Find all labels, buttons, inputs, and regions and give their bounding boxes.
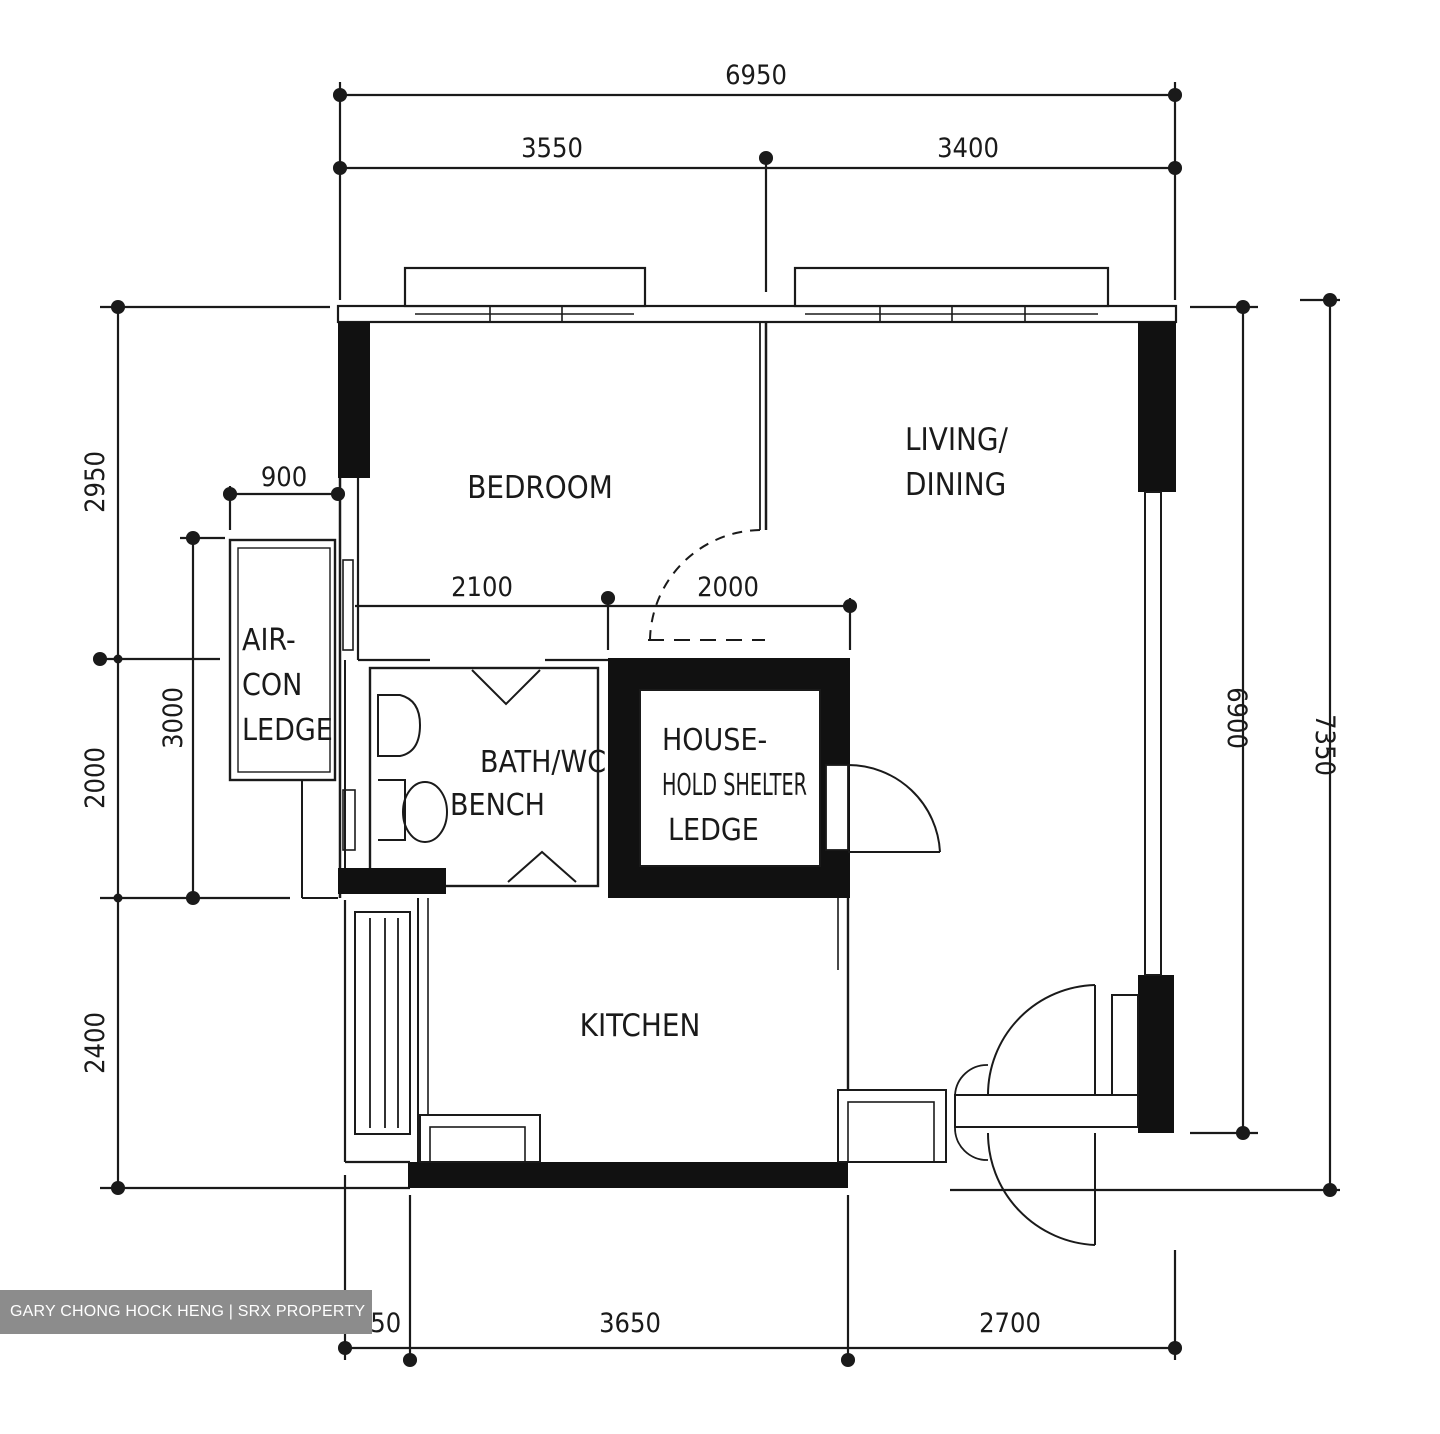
aircon-label-line1: AIR- [242, 623, 296, 658]
dim-left-middle: 2000 [80, 747, 111, 809]
dimension-labels: 6950 3550 3400 2950 2000 2400 900 3000 2… [80, 60, 1340, 1339]
doors [471, 529, 1096, 1246]
household-label-line3: LEDGE [668, 813, 759, 848]
aircon-label-line3: LEDGE [242, 713, 333, 748]
dim-inner-right: 2000 [697, 572, 759, 603]
bath-label-line1: BATH/WC [480, 745, 606, 780]
room-labels: BEDROOM LIVING/ DINING AIR- CON LEDGE BA… [242, 422, 1009, 1044]
dim-top-right: 3400 [937, 133, 999, 164]
dim-right-outer: 7350 [1309, 714, 1340, 776]
dim-aircon-width: 900 [261, 462, 307, 493]
dim-aircon-height: 3000 [158, 687, 189, 749]
dimension-lines [92, 82, 1340, 1368]
bath-label-line2: BENCH [450, 788, 545, 823]
dim-left-top: 2950 [80, 451, 111, 513]
dim-left-bottom: 2400 [80, 1012, 111, 1074]
aircon-ledge [228, 538, 338, 899]
watermark-banner: GARY CHONG HOCK HENG | SRX PROPERTY [0, 1290, 372, 1334]
walls [336, 266, 1178, 1188]
dim-inner-left: 2100 [451, 572, 513, 603]
living-label-line2: DINING [905, 467, 1006, 503]
dim-bottom-right: 2700 [979, 1308, 1041, 1339]
dim-top-left: 3550 [521, 133, 583, 164]
aircon-label-line2: CON [242, 668, 302, 703]
bedroom-label: BEDROOM [467, 470, 613, 506]
dim-right-inner: 6900 [1221, 687, 1252, 749]
household-label-line1: HOUSE- [662, 723, 767, 758]
household-label-line2: HOLD SHELTER [662, 768, 807, 803]
dim-bottom-middle: 3650 [599, 1308, 661, 1339]
bathroom-fixtures [342, 694, 448, 851]
kitchen-label: KITCHEN [580, 1008, 701, 1044]
living-label-line1: LIVING/ [905, 422, 1009, 458]
dim-top-total: 6950 [725, 60, 787, 91]
